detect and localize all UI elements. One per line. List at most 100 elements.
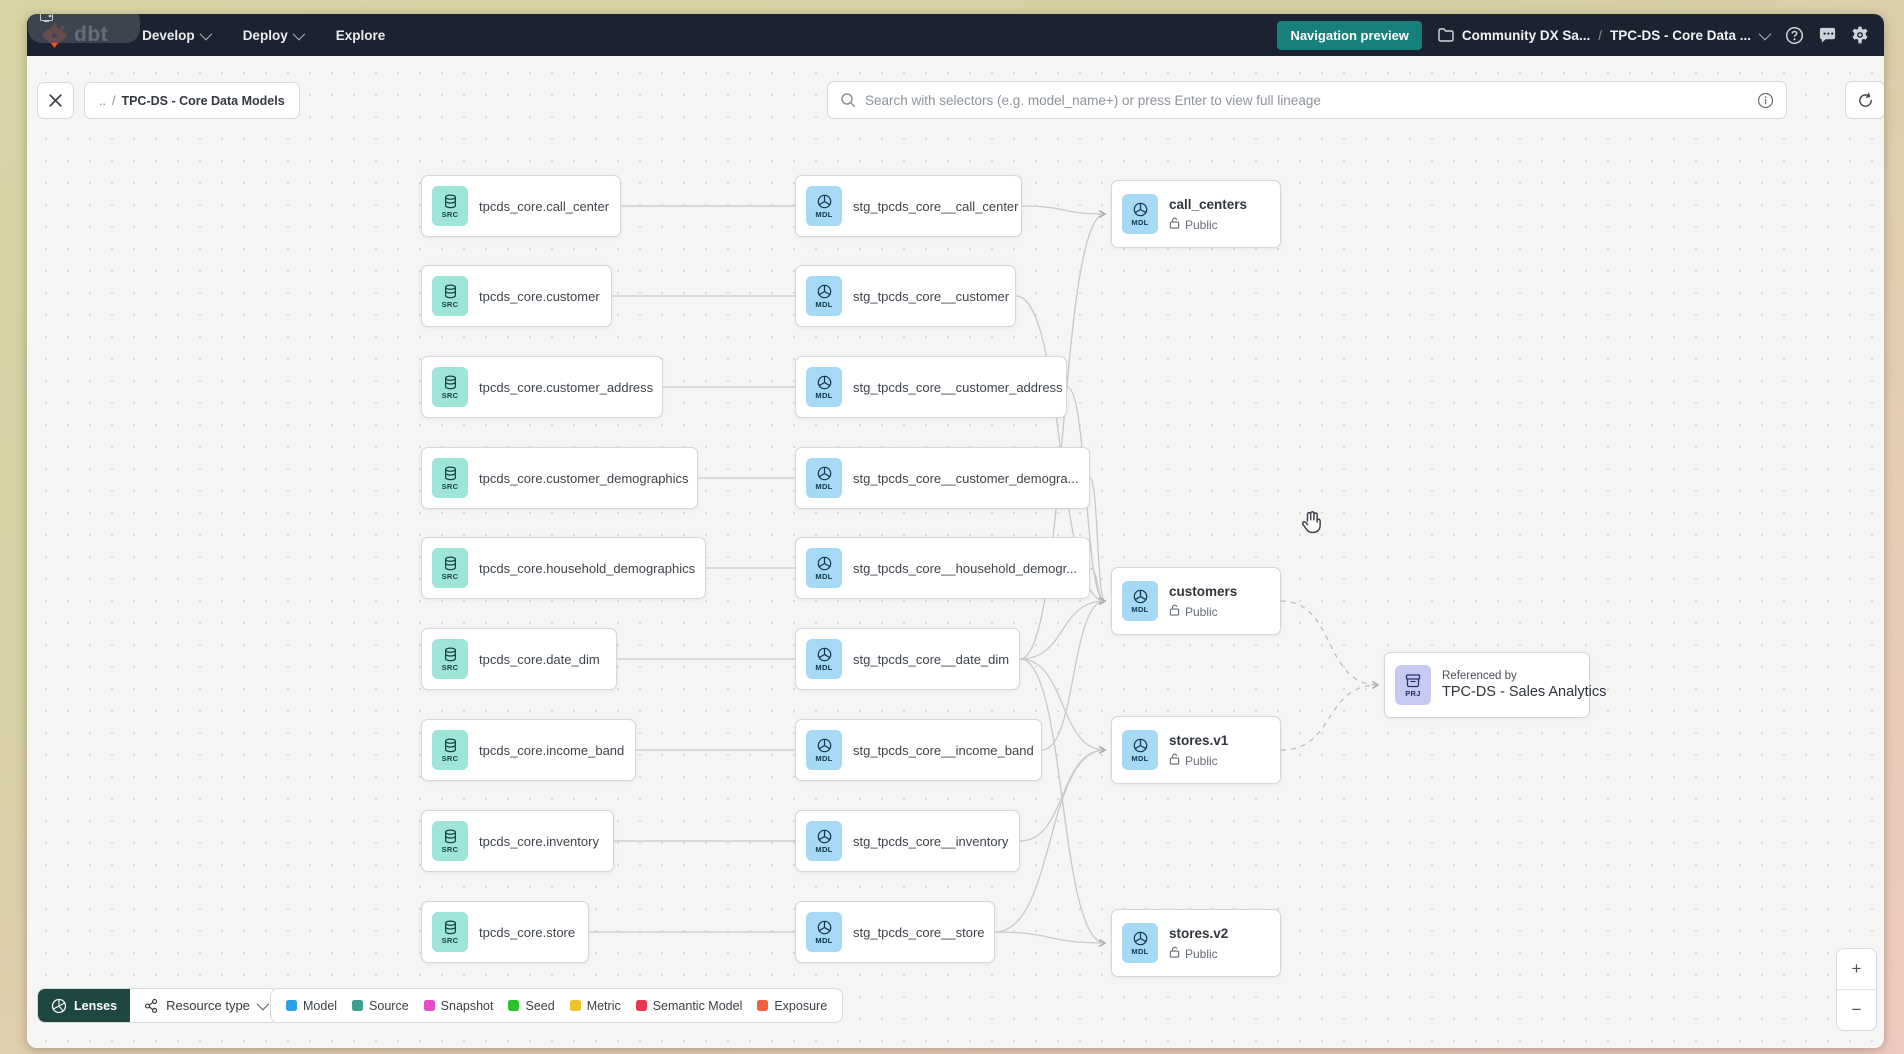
zoom-in-button[interactable]: + [1837, 949, 1876, 989]
database-icon [443, 466, 458, 481]
close-lineage-button[interactable] [37, 82, 74, 119]
refresh-lineage-button[interactable] [1845, 81, 1884, 119]
nav-item-explore[interactable]: Explore [335, 27, 386, 43]
nav-item-develop[interactable]: Develop [142, 27, 212, 43]
legend-swatch [423, 1000, 435, 1011]
source-badge: SRC [432, 730, 468, 770]
source-node[interactable]: SRC tpcds_core.customer_address [421, 356, 663, 418]
source-badge: SRC [432, 276, 468, 316]
source-badge: SRC [432, 548, 468, 588]
node-label: stg_tpcds_core__income_band [853, 742, 1034, 758]
nav-item-deploy[interactable]: Deploy [243, 27, 305, 43]
legend-item: Seed [508, 999, 555, 1013]
cube-icon [817, 284, 832, 299]
folder-icon [1438, 28, 1454, 42]
app-window: dbt Develop Deploy Explore Navigation pr… [27, 14, 1884, 1048]
legend-label: Source [369, 998, 409, 1013]
resource-type-icon [145, 998, 158, 1013]
node-label: tpcds_core.call_center [479, 198, 610, 214]
top-nav: dbt Develop Deploy Explore Navigation pr… [27, 14, 1884, 56]
node-title: customers [1169, 584, 1238, 599]
node-label: stg_tpcds_core__call_center [853, 198, 1019, 214]
access-badge: Public [1169, 604, 1237, 619]
node-label: stg_tpcds_core__customer_address [853, 379, 1063, 395]
legend-swatch [286, 1000, 297, 1011]
legend-item: Model [286, 999, 337, 1013]
project-eyebrow: Referenced by [1442, 670, 1517, 682]
legend-label: Model [303, 998, 338, 1013]
cube-icon [817, 466, 832, 481]
breadcrumb-up[interactable]: .. [99, 93, 106, 108]
node-title: stores.v1 [1169, 733, 1229, 748]
resource-type-label: Resource type [166, 998, 250, 1013]
model-badge: MDL [806, 367, 842, 407]
lenses-button[interactable]: Lenses [38, 989, 131, 1022]
zoom-controls: + − [1836, 948, 1877, 1031]
source-badge: SRC [432, 367, 468, 407]
database-icon [443, 829, 458, 844]
model-node[interactable]: MDL stg_tpcds_core__call_center [795, 175, 1022, 237]
access-badge: Public [1169, 946, 1228, 961]
navigation-preview-button[interactable]: Navigation preview [1277, 20, 1422, 50]
cube-icon [817, 829, 832, 844]
cube-icon [817, 194, 832, 209]
cube-icon [1133, 738, 1148, 753]
model-badge: MDL [806, 548, 842, 588]
access-badge: Public [1169, 217, 1247, 232]
model-node[interactable]: MDL stg_tpcds_core__customer_address [795, 356, 1067, 418]
unlock-icon [1169, 946, 1180, 961]
model-badge: MDL [806, 821, 842, 861]
help-icon[interactable] [1784, 25, 1804, 45]
node-label: tpcds_core.customer_address [479, 379, 654, 395]
lineage-breadcrumb-chip[interactable]: .. / TPC-DS - Core Data Models [84, 82, 300, 119]
project-breadcrumb[interactable]: Community DX Sa... / TPC-DS - Core Data … [1438, 27, 1772, 43]
unlock-icon [1169, 217, 1180, 232]
legend-item: Exposure [757, 999, 827, 1013]
zoom-out-button[interactable]: − [1837, 990, 1876, 1030]
database-icon [443, 920, 458, 935]
lineage-search[interactable] [827, 81, 1787, 119]
model-badge: MDL [806, 186, 842, 226]
search-input[interactable] [865, 92, 1748, 108]
zoom-divider [1837, 989, 1876, 990]
legend-item: Source [352, 999, 409, 1013]
chevron-down-icon [256, 997, 270, 1011]
info-icon[interactable] [1757, 92, 1774, 109]
node-label: tpcds_core.date_dim [479, 651, 600, 667]
model-badge: MDL [1122, 194, 1158, 234]
source-badge: SRC [432, 821, 468, 861]
legend-swatch [757, 1000, 769, 1011]
resource-type-dropdown[interactable]: Resource type [130, 989, 279, 1022]
source-badge: SRC [432, 912, 468, 952]
model-badge: MDL [1122, 581, 1158, 621]
breadcrumb-chip-separator: / [111, 93, 116, 108]
model-badge: MDL [806, 912, 842, 952]
settings-icon[interactable] [1850, 25, 1870, 45]
nav-menu: Develop Deploy Explore [142, 27, 386, 43]
breadcrumb-project: Community DX Sa... [1461, 27, 1591, 43]
chevron-down-icon [199, 27, 212, 40]
unlock-icon [1169, 604, 1180, 619]
feedback-icon[interactable] [1817, 25, 1837, 45]
